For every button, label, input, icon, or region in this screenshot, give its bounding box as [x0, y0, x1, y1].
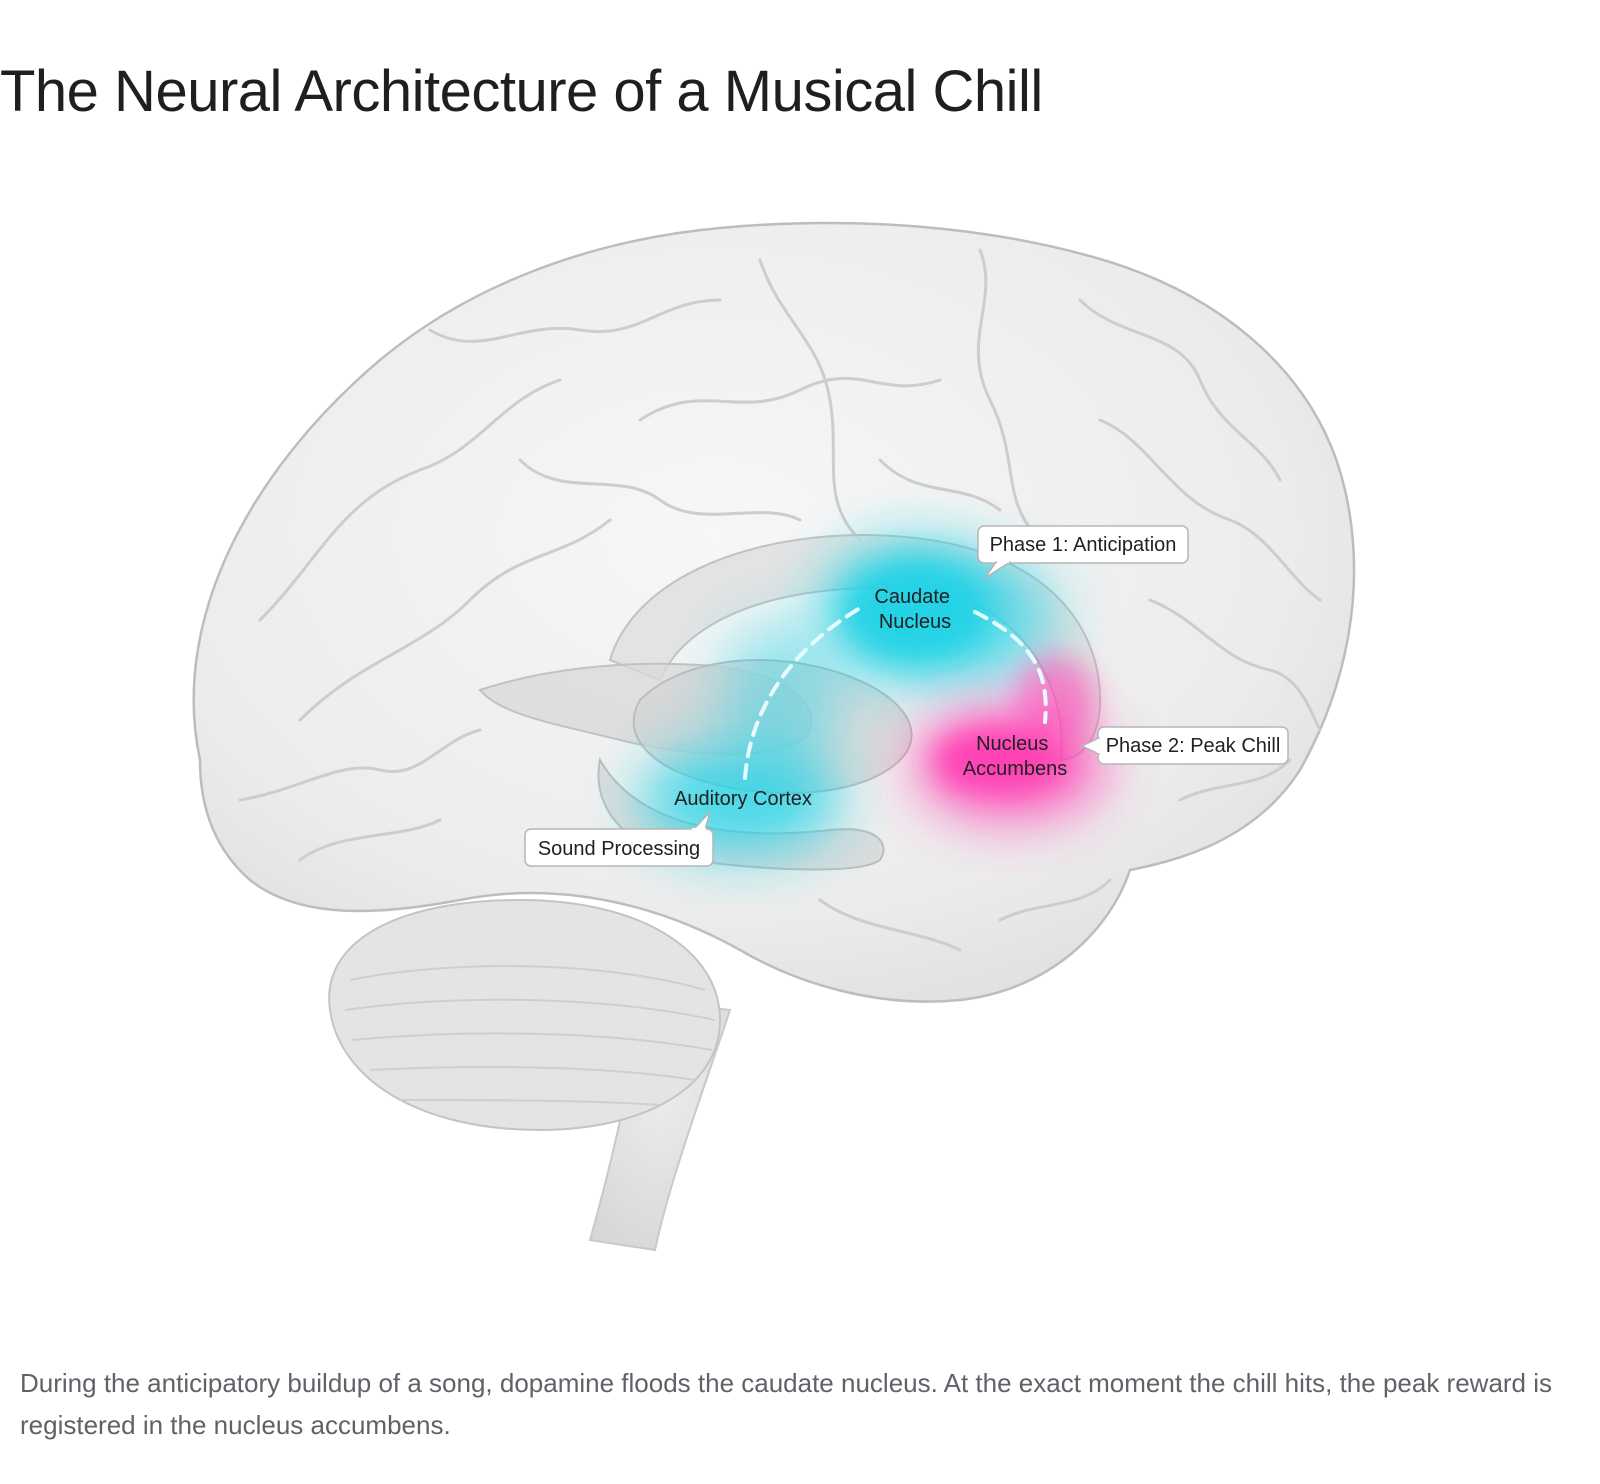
cerebrum [192, 221, 1356, 1003]
callout-phase1: Phase 1: Anticipation [977, 525, 1189, 579]
auditory-glow [640, 560, 1060, 855]
auditory-label: Auditory Cortex [674, 788, 812, 810]
dopamine-pathway [743, 606, 1048, 780]
accumbens-label: Nucleus Accumbens [963, 733, 1068, 780]
callout-phase2: Phase 2: Peak Chill [1081, 726, 1289, 765]
page-title: The Neural Architecture of a Musical Chi… [0, 59, 1043, 124]
callout-sound-processing: Sound Processing [524, 811, 714, 867]
svg-text:Phase 2: Peak Chill: Phase 2: Peak Chill [1106, 735, 1281, 757]
caudate-label: Caudate Nucleus [874, 586, 955, 633]
svg-text:Sound Processing: Sound Processing [538, 838, 700, 860]
brain-folds [238, 248, 1322, 952]
cerebellum [328, 898, 722, 1132]
accumbens-glow [915, 655, 1105, 820]
figure-caption: During the anticipatory buildup of a son… [20, 1368, 1553, 1440]
brain-diagram: Caudate Nucleus Nucleus Accumbens Audito… [0, 150, 1600, 1350]
svg-text:Phase 1: Anticipation: Phase 1: Anticipation [990, 534, 1177, 556]
